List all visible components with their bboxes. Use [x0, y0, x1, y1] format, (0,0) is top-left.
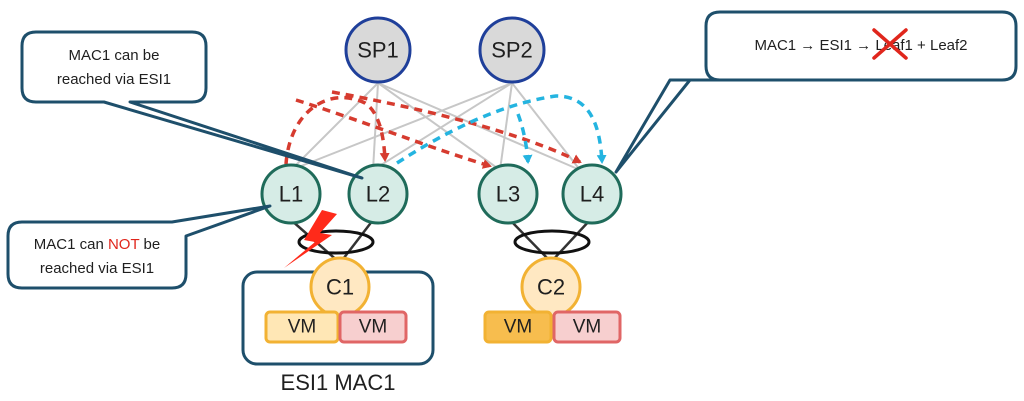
- leaf-l4-label: L4: [580, 182, 604, 207]
- callout-top-left-line1: MAC1 can be: [69, 47, 160, 64]
- callout-bottom-left: MAC1 can NOT be reached via ESI1: [6, 204, 272, 290]
- leaf-l2-label: L2: [366, 182, 390, 207]
- vm-c1-left-label: VM: [288, 317, 317, 338]
- spine-sp2: SP2: [478, 16, 546, 84]
- vm-c2-left: VM: [483, 310, 553, 344]
- callout-bottom-left-line1: MAC1 can NOT be: [34, 236, 160, 253]
- fabric-links: [290, 82, 581, 171]
- callout-top-left-line2: reached via ESI1: [57, 71, 171, 88]
- callout-top-left: MAC1 can be reached via ESI1: [20, 30, 364, 180]
- leaf-l1: L1: [260, 163, 322, 225]
- leaf-l2: L2: [347, 163, 409, 225]
- leaf-l4: L4: [561, 163, 623, 225]
- vm-c2-right-label: VM: [573, 317, 602, 338]
- esi1-mac1-label: ESI1 MAC1: [281, 370, 396, 395]
- blue-mac-withdraw-paths: [396, 94, 607, 165]
- callout-bottom-left-line2: reached via ESI1: [40, 260, 154, 277]
- vm-c1-right: VM: [338, 310, 408, 344]
- callout-top-right-text: MAC1 → ESI1 → Leaf1 + Leaf2: [754, 37, 967, 54]
- leaf-client-links: [290, 219, 591, 264]
- client-c2-label: C2: [537, 275, 565, 300]
- vm-c2-left-label: VM: [504, 317, 533, 338]
- client-c2: C2: [520, 256, 582, 318]
- vm-c1-right-label: VM: [359, 317, 388, 338]
- leaf-l3-label: L3: [496, 182, 520, 207]
- spine-sp2-label: SP2: [491, 38, 533, 63]
- callout-bottom-left-suffix: be: [139, 236, 160, 253]
- client-c1: C1: [309, 256, 371, 318]
- strike-x-icon: [872, 28, 908, 60]
- client-c1-label: C1: [326, 275, 354, 300]
- leaf-l1-label: L1: [279, 182, 303, 207]
- spine-sp1-label: SP1: [357, 38, 399, 63]
- callout-top-right-part1: MAC1 → ESI1 →: [754, 37, 875, 54]
- callout-top-right: MAC1 → ESI1 → Leaf1 + Leaf2: [614, 10, 1018, 174]
- spine-sp1: SP1: [344, 16, 412, 84]
- vm-c1-left: VM: [264, 310, 340, 344]
- lag-ring-c1: [297, 229, 375, 255]
- lag-ring-c2: [513, 229, 591, 255]
- callout-bottom-left-prefix: MAC1 can: [34, 236, 108, 253]
- vm-c2-right: VM: [552, 310, 622, 344]
- red-mac-advertisement-paths: [284, 90, 582, 169]
- link-failure-bolt-icon: [284, 210, 337, 268]
- leaf-l3: L3: [477, 163, 539, 225]
- callout-top-right-part2: + Leaf2: [913, 37, 968, 54]
- callout-bottom-left-not: NOT: [108, 236, 140, 253]
